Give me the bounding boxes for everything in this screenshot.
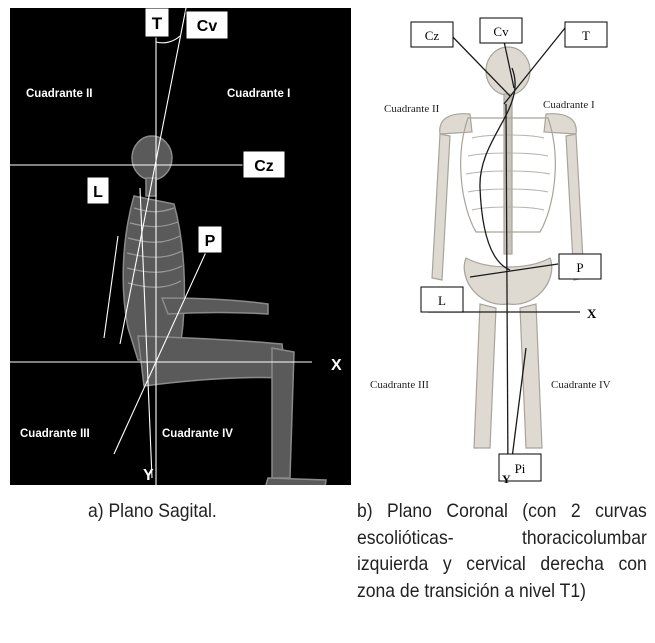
foot bbox=[264, 478, 326, 485]
torso bbox=[123, 196, 184, 360]
quadrant-4-label: Cuadrante IV bbox=[162, 428, 233, 440]
left-scapula bbox=[440, 114, 472, 134]
coronal-panel: Cz Cv T P L Pi X Y Cuadrante II Cuadrant… bbox=[358, 8, 650, 485]
quadrant-3-label: Cuadrante III bbox=[20, 428, 90, 440]
pelvis bbox=[464, 258, 552, 304]
skull bbox=[486, 47, 530, 95]
label-p: P bbox=[205, 233, 216, 250]
label-x: X bbox=[331, 357, 342, 374]
left-leg bbox=[474, 304, 496, 448]
caption-sagittal: a) Plano Sagital. bbox=[88, 498, 217, 525]
label-pi: Pi bbox=[515, 461, 526, 476]
shin bbox=[272, 348, 294, 478]
thigh bbox=[138, 336, 286, 386]
label-l: L bbox=[93, 184, 103, 201]
label-cv: Cv bbox=[197, 18, 218, 35]
sagittal-label-boxes: T Cv Cz L P bbox=[87, 8, 285, 253]
skull bbox=[132, 136, 172, 180]
sagittal-panel: T Cv Cz L P X Y Cuadrante II Cuadrante I… bbox=[10, 8, 351, 485]
quadrant-2-label: Cuadrante II bbox=[26, 88, 92, 100]
label-t: T bbox=[152, 14, 163, 33]
quadrant-2-label: Cuadrante II bbox=[384, 103, 440, 115]
label-cz: Cz bbox=[425, 28, 440, 43]
label-cv: Cv bbox=[493, 24, 509, 39]
forearm bbox=[162, 298, 268, 314]
quadrant-1-label: Cuadrante I bbox=[227, 88, 290, 100]
label-t: T bbox=[582, 28, 590, 43]
l-line bbox=[104, 236, 118, 338]
label-l: L bbox=[438, 293, 446, 308]
label-p: P bbox=[576, 260, 583, 275]
right-scapula bbox=[544, 114, 576, 134]
sagittal-figure: T Cv Cz L P X Y Cuadrante II Cuadrante I… bbox=[10, 8, 351, 485]
label-y: Y bbox=[143, 467, 154, 484]
quadrant-3-label: Cuadrante III bbox=[370, 379, 429, 391]
label-x: X bbox=[587, 306, 597, 321]
caption-coronal: b) Plano Coronal (con 2 curvas escolióti… bbox=[357, 498, 647, 604]
quadrant-4-label: Cuadrante IV bbox=[551, 379, 611, 391]
label-y: Y bbox=[502, 472, 511, 485]
left-arm bbox=[432, 134, 450, 280]
label-cz: Cz bbox=[254, 158, 274, 175]
quadrant-1-label: Cuadrante I bbox=[543, 99, 595, 111]
coronal-figure: Cz Cv T P L Pi X Y Cuadrante II Cuadrant… bbox=[358, 8, 650, 485]
right-leg bbox=[520, 304, 542, 448]
